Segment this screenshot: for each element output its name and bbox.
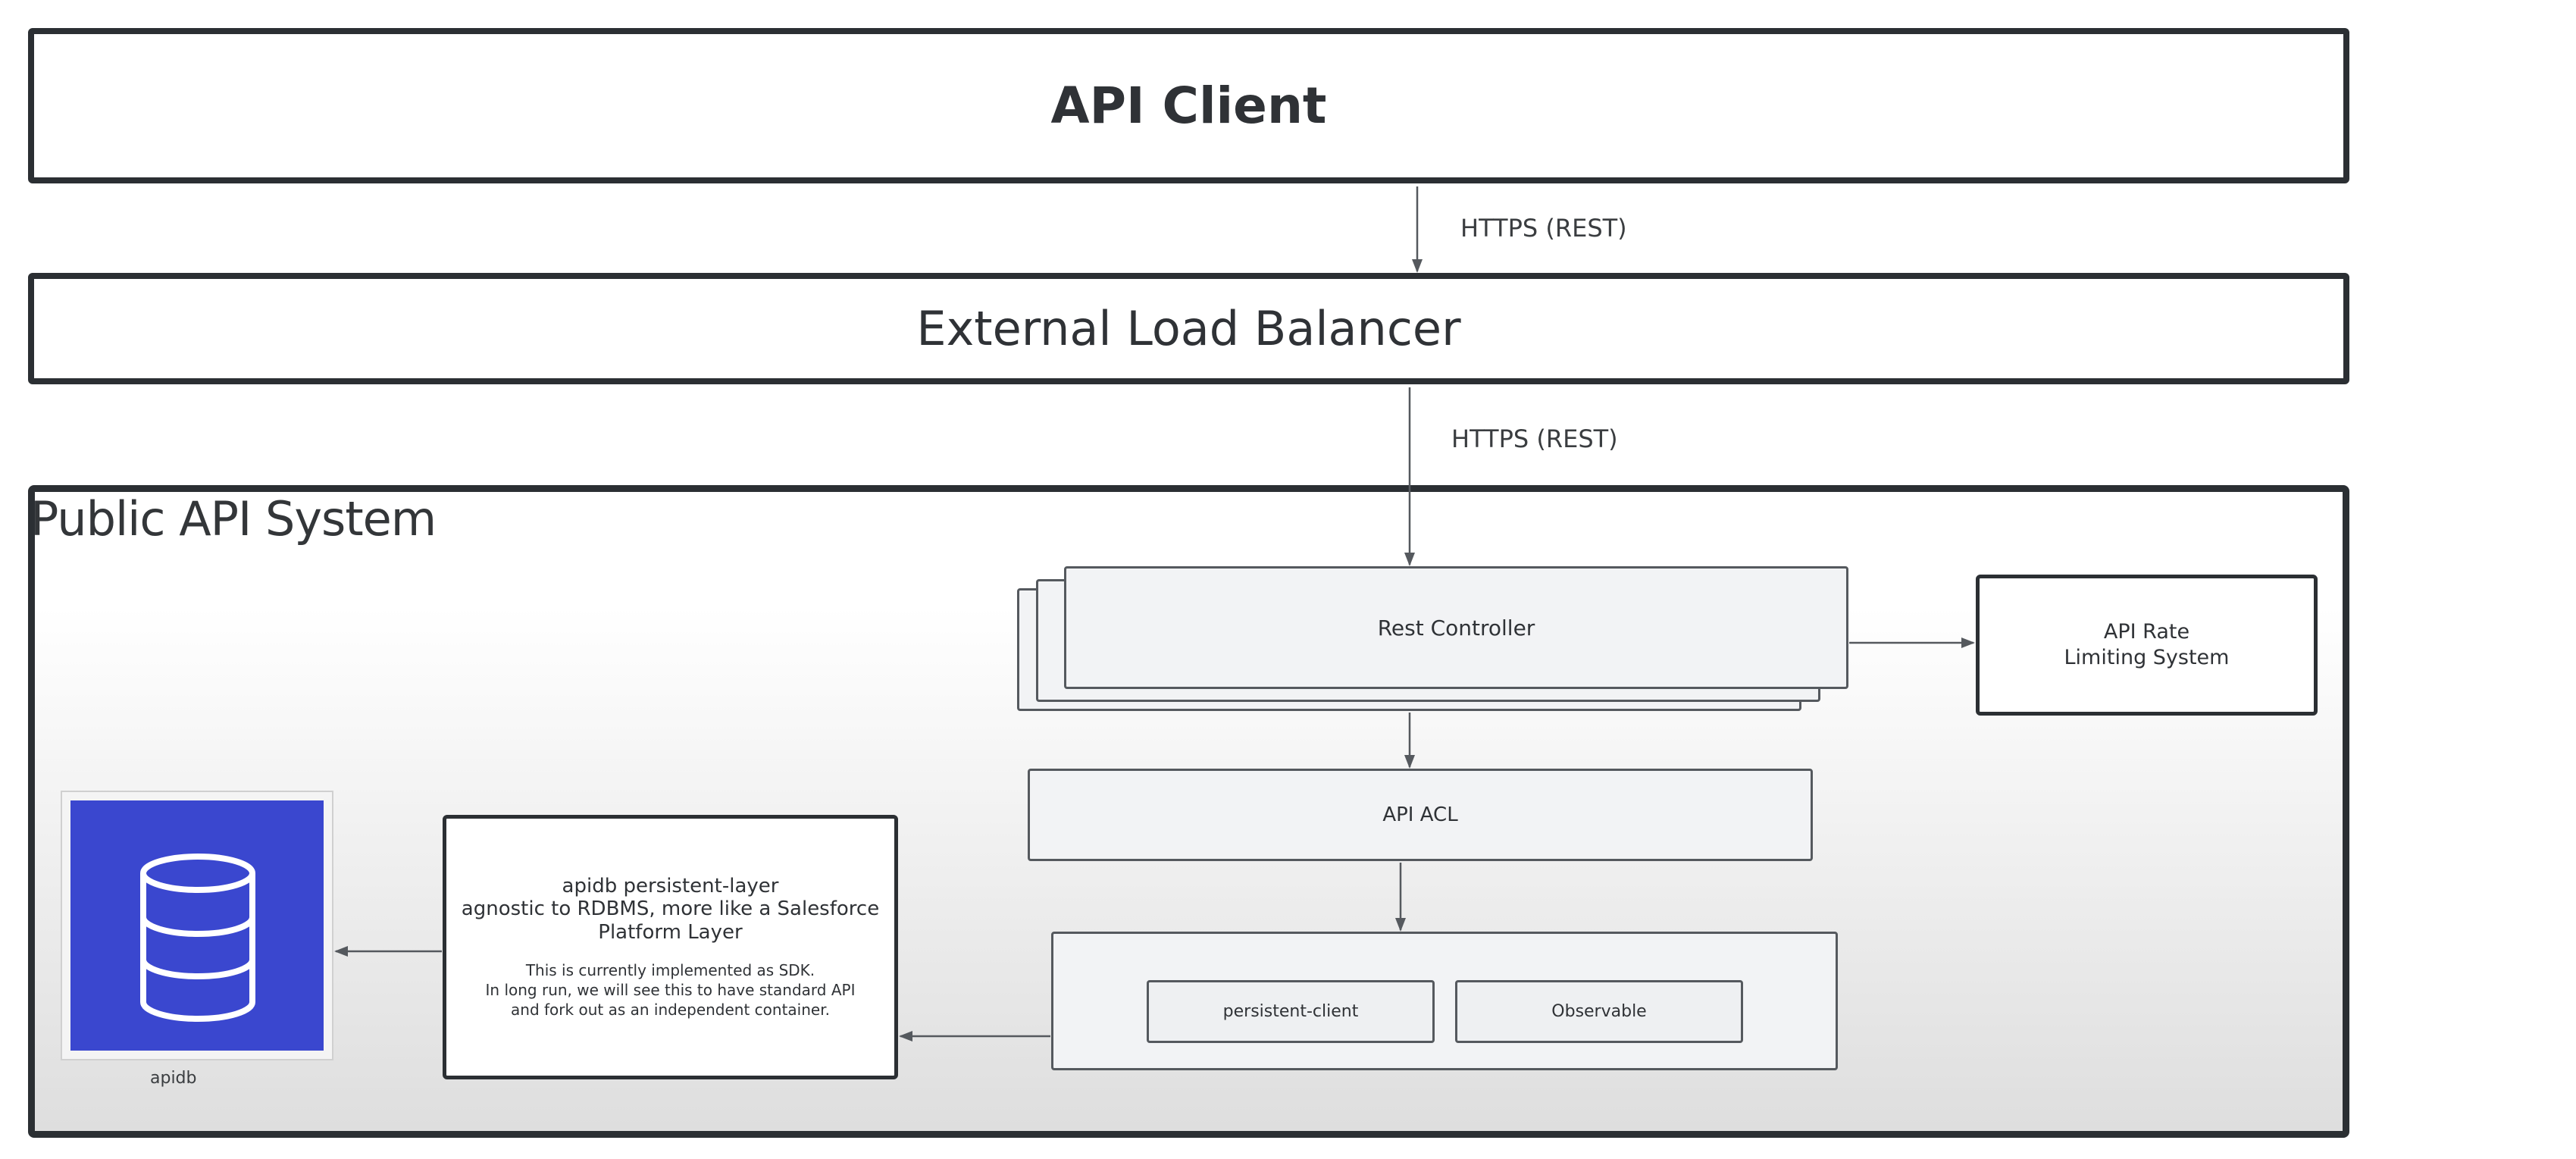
persistent-client-box: persistent-client xyxy=(1147,980,1435,1043)
persistent-client-label: persistent-client xyxy=(1222,1002,1359,1021)
api-client-box: API Client xyxy=(28,28,2349,183)
database-label: apidb xyxy=(150,1069,197,1088)
lb-to-controller-edge-label: HTTPS (REST) xyxy=(1451,424,1618,453)
client-to-lb-edge-label: HTTPS (REST) xyxy=(1460,214,1627,243)
database-icon xyxy=(70,800,324,1051)
persistence-layer-box: apidb persistent-layer agnostic to RDBMS… xyxy=(443,815,898,1079)
observable-label: Observable xyxy=(1551,1002,1647,1021)
rate-limiting-label: API Rate Limiting System xyxy=(2064,620,2230,669)
database-icon-graphic xyxy=(140,854,255,1022)
rate-limiting-box: API Rate Limiting System xyxy=(1976,575,2318,716)
persistence-layer-title: apidb persistent-layer agnostic to RDBMS… xyxy=(461,875,880,944)
observable-box: Observable xyxy=(1455,980,1743,1043)
load-balancer-label: External Load Balancer xyxy=(916,301,1461,356)
rest-controller-box: Rest Controller xyxy=(1064,566,1848,689)
public-api-system-title: Public API System xyxy=(30,491,437,547)
load-balancer-box: External Load Balancer xyxy=(28,273,2349,384)
rest-controller-label: Rest Controller xyxy=(1377,615,1535,641)
api-acl-box: API ACL xyxy=(1028,769,1813,861)
persistence-layer-note: This is currently implemented as SDK. In… xyxy=(485,960,856,1019)
api-client-label: API Client xyxy=(1050,77,1327,135)
api-acl-label: API ACL xyxy=(1382,803,1458,826)
